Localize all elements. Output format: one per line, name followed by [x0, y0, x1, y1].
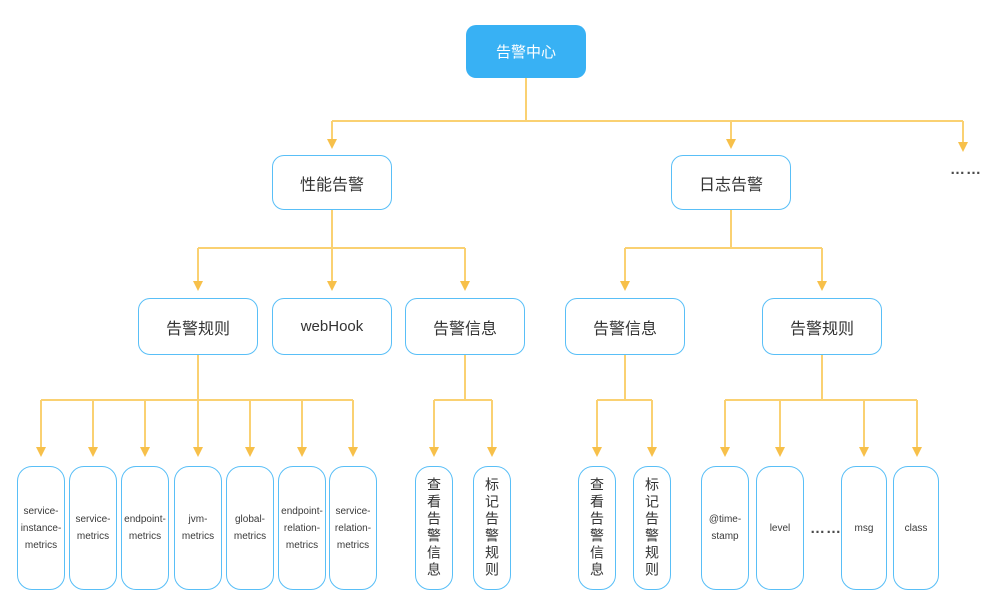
ellipsis-more-log-fields: …… — [810, 519, 842, 537]
vertical-label: 查看告警信息 — [589, 477, 605, 579]
vertical-label: 标记告警规则 — [484, 477, 500, 579]
node-webhook: webHook — [272, 298, 392, 355]
node-service-metrics: service-metrics — [69, 466, 117, 590]
node-jvm-metrics: jvm-metrics — [174, 466, 222, 590]
vertical-label: 查看告警信息 — [426, 477, 442, 579]
node-level-field: level — [756, 466, 804, 590]
node-msg-field: msg — [841, 466, 887, 590]
node-log-alert: 日志告警 — [671, 155, 791, 210]
node-alert-center: 告警中心 — [466, 25, 586, 78]
node-perf-alert-rules: 告警规则 — [138, 298, 258, 355]
node-log-alert-rules: 告警规则 — [762, 298, 882, 355]
node-service-relation-metrics: service-relation-metrics — [329, 466, 377, 590]
node-endpoint-relation-metrics: endpoint-relation-metrics — [278, 466, 326, 590]
node-log-alert-info: 告警信息 — [565, 298, 685, 355]
node-class-field: class — [893, 466, 939, 590]
vertical-label: 标记告警规则 — [644, 477, 660, 579]
node-perf-view-alert-info: 查看告警信息 — [415, 466, 453, 590]
node-log-view-alert-info: 查看告警信息 — [578, 466, 616, 590]
node-log-mark-alert-rules: 标记告警规则 — [633, 466, 671, 590]
node-global-metrics: global-metrics — [226, 466, 274, 590]
node-endpoint-metrics: endpoint-metrics — [121, 466, 169, 590]
node-timestamp-field: @time-stamp — [701, 466, 749, 590]
node-perf-mark-alert-rules: 标记告警规则 — [473, 466, 511, 590]
ellipsis-more-alert-types: …… — [950, 160, 982, 178]
node-service-instance-metrics: service-instance-metrics — [17, 466, 65, 590]
node-performance-alert: 性能告警 — [272, 155, 392, 210]
node-perf-alert-info: 告警信息 — [405, 298, 525, 355]
